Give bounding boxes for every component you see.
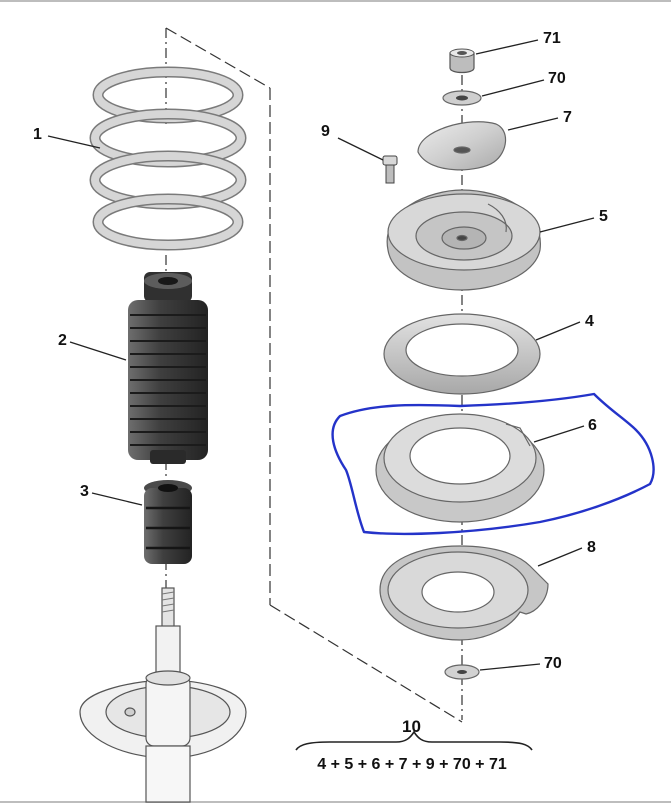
top-mount xyxy=(386,189,541,291)
highlight-outline xyxy=(331,392,655,536)
dust-bellows xyxy=(128,272,208,464)
upper-cup xyxy=(417,121,507,171)
bottom-frame-border xyxy=(0,801,671,803)
callout-7: 7 xyxy=(563,109,572,126)
spring-insulator xyxy=(379,545,549,641)
top-frame-border xyxy=(0,0,671,2)
callout-5: 5 xyxy=(599,208,608,225)
callout-70-bottom: 70 xyxy=(544,655,562,672)
washer-top xyxy=(442,90,482,106)
nut xyxy=(449,48,475,74)
spring-seat xyxy=(375,413,545,523)
bump-stop xyxy=(144,480,192,564)
callout-9: 9 xyxy=(321,123,330,140)
assembly-bracket xyxy=(165,27,463,723)
kit-formula: 4 + 5 + 6 + 7 + 9 + 70 + 71 xyxy=(317,756,507,773)
callout-71-top: 71 xyxy=(543,30,561,47)
shock-absorber xyxy=(79,587,247,803)
callout-70-top: 70 xyxy=(548,70,566,87)
bolt xyxy=(382,155,398,184)
callout-2: 2 xyxy=(58,332,67,349)
leader-lines xyxy=(47,39,595,671)
coil-spring xyxy=(89,66,247,251)
callout-8: 8 xyxy=(587,539,596,556)
kit-brace xyxy=(295,730,533,751)
callout-1: 1 xyxy=(33,126,42,143)
washer-bottom xyxy=(444,664,480,680)
callout-6: 6 xyxy=(588,417,597,434)
bearing-ring xyxy=(383,313,541,395)
kit-number: 10 xyxy=(402,717,421,736)
callout-3: 3 xyxy=(80,483,89,500)
callout-4: 4 xyxy=(585,313,594,330)
